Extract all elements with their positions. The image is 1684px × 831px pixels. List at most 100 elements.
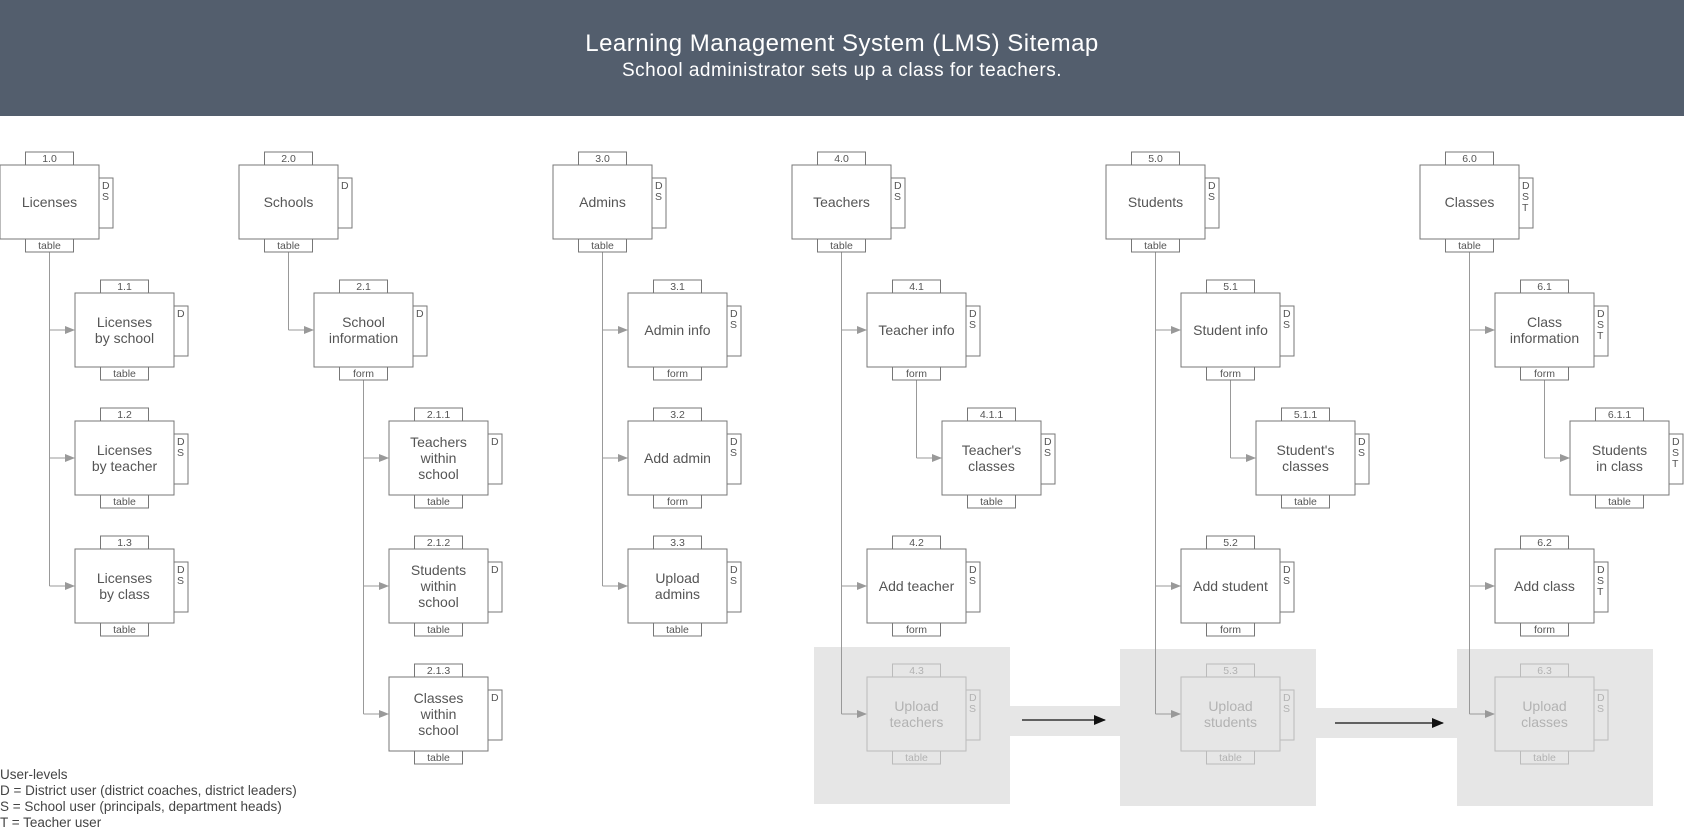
page-number: 2.1.3 bbox=[427, 665, 451, 677]
page-number: 1.0 bbox=[42, 153, 57, 165]
user-level-letter: S bbox=[1597, 575, 1604, 587]
page-box bbox=[1494, 548, 1595, 624]
user-level-letter: D bbox=[655, 180, 663, 192]
upload-flow-highlight bbox=[814, 647, 1010, 804]
page-title: Learning Management System (LMS) Sitemap bbox=[585, 30, 1099, 57]
page-type-tab bbox=[414, 750, 463, 765]
user-level-letter: S bbox=[1597, 319, 1604, 331]
page-number-tab bbox=[264, 151, 313, 166]
user-level-letter: S bbox=[730, 447, 737, 459]
user-level-letter: D bbox=[177, 308, 185, 320]
page-label: by school bbox=[95, 330, 154, 346]
page-type-tab bbox=[339, 366, 388, 381]
page-type: table bbox=[1219, 752, 1242, 764]
page-number: 1.3 bbox=[117, 537, 132, 549]
page-number: 6.2 bbox=[1537, 537, 1552, 549]
page-label: Licenses bbox=[22, 194, 77, 210]
page-box bbox=[388, 420, 489, 496]
page-type: table bbox=[905, 752, 928, 764]
user-level-letter: S bbox=[1208, 191, 1215, 203]
user-level-letter: D bbox=[1597, 564, 1605, 576]
user-level-letter: D bbox=[1358, 436, 1366, 448]
page-box bbox=[627, 420, 728, 496]
page-label: teachers bbox=[890, 714, 944, 730]
page-number-tab bbox=[414, 663, 463, 678]
page-label: by class bbox=[99, 586, 150, 602]
page-type-tab bbox=[100, 622, 149, 637]
page-number-tab bbox=[100, 279, 149, 294]
page-label: Upload bbox=[1208, 698, 1252, 714]
page-box bbox=[866, 292, 967, 368]
upload-flow-highlight bbox=[1120, 649, 1316, 806]
user-level-letter: S bbox=[1522, 191, 1529, 203]
page-type: form bbox=[1534, 368, 1555, 380]
user-level-letter: S bbox=[969, 575, 976, 587]
page-type: table bbox=[1294, 496, 1317, 508]
page-type-tab bbox=[892, 366, 941, 381]
page-box bbox=[1569, 420, 1670, 496]
page-number: 3.1 bbox=[670, 281, 685, 293]
page-type: table bbox=[38, 240, 61, 252]
page-number-tab bbox=[1281, 407, 1330, 422]
page-label: Schools bbox=[264, 194, 314, 210]
page-box bbox=[238, 164, 339, 240]
page-label: School bbox=[342, 314, 385, 330]
page-type: table bbox=[427, 496, 450, 508]
page-number: 1.2 bbox=[117, 409, 132, 421]
user-level-letter: D bbox=[969, 564, 977, 576]
user-level-letter: S bbox=[1672, 447, 1679, 459]
page-type-tab bbox=[653, 366, 702, 381]
page-type-tab bbox=[817, 238, 866, 253]
user-level-letter: D bbox=[177, 564, 185, 576]
page-type-tab bbox=[1206, 622, 1255, 637]
page-number-tab bbox=[892, 279, 941, 294]
user-level-letter: D bbox=[730, 308, 738, 320]
user-level-letter: D bbox=[491, 692, 499, 704]
page-label: Add student bbox=[1193, 578, 1268, 594]
page-number: 4.0 bbox=[834, 153, 849, 165]
user-level-letter: S bbox=[177, 447, 184, 459]
page-label: within bbox=[420, 450, 457, 466]
user-levels-legend: User-levels D = District user (district … bbox=[0, 767, 297, 831]
page-type: table bbox=[427, 624, 450, 636]
page-number-tab bbox=[100, 407, 149, 422]
page-number: 3.2 bbox=[670, 409, 685, 421]
page-label: in class bbox=[1596, 458, 1643, 474]
user-level-letter: S bbox=[1283, 575, 1290, 587]
page-label: Student's bbox=[1277, 442, 1335, 458]
page-number: 5.1 bbox=[1223, 281, 1238, 293]
page-number: 2.0 bbox=[281, 153, 296, 165]
page-type: table bbox=[666, 624, 689, 636]
page-number-tab bbox=[25, 151, 74, 166]
page-label: Add class bbox=[1514, 578, 1575, 594]
page-box bbox=[1180, 548, 1281, 624]
